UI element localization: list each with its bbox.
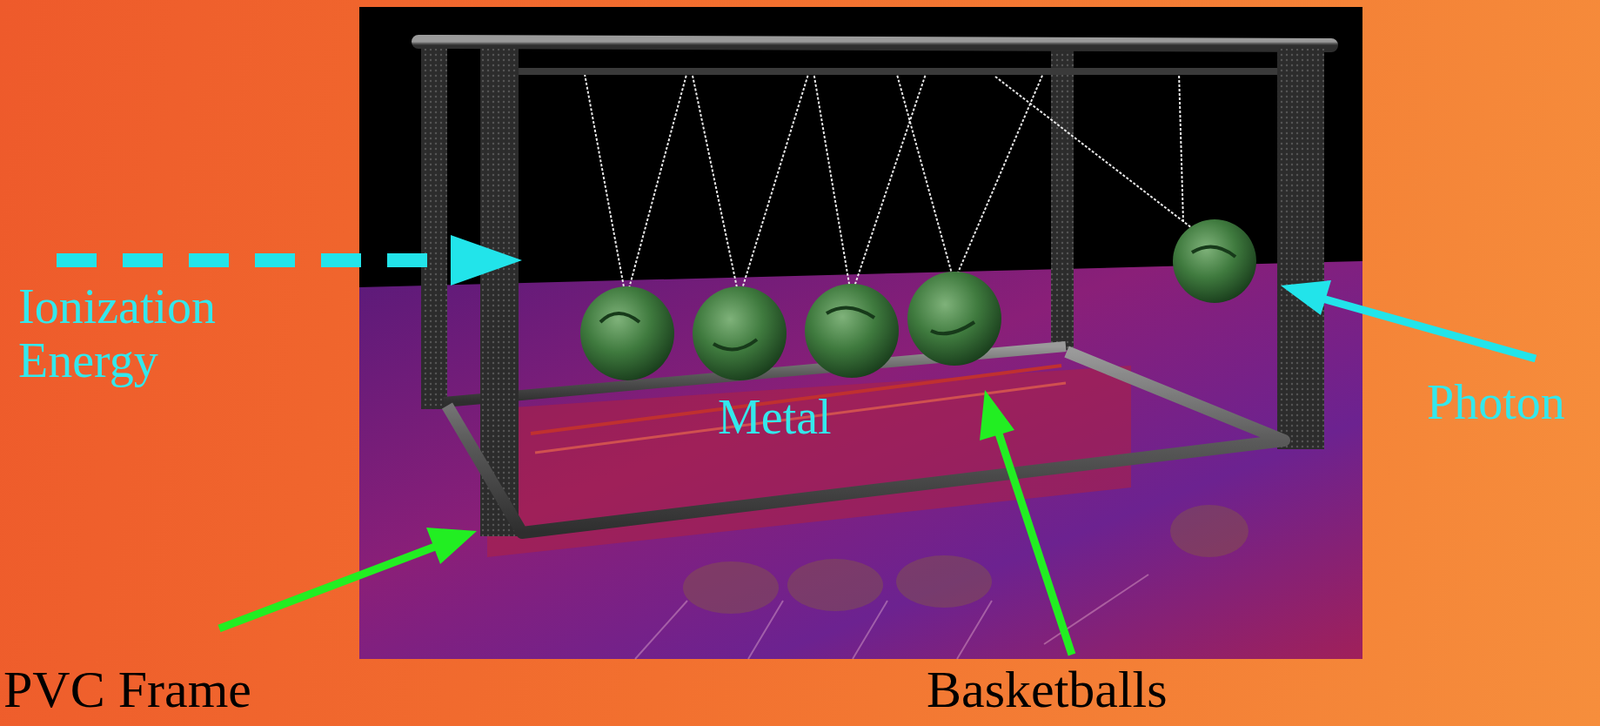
frame-top-bar — [418, 41, 1332, 46]
part-label: Photon — [1426, 376, 1597, 429]
leader-arrow — [979, 389, 1072, 655]
leader-arrow — [219, 527, 477, 629]
part-label: Metal — [717, 391, 927, 443]
frame-top-bar — [487, 67, 1288, 75]
frame-rail — [535, 382, 1066, 453]
picture-panel — [359, 6, 1363, 659]
reflection — [635, 504, 1249, 659]
leader-arrow — [56, 234, 523, 286]
part-label: Basketballs — [926, 662, 1240, 716]
string — [584, 71, 1192, 292]
frame-leg — [1277, 48, 1325, 449]
frame-rail — [447, 351, 1285, 533]
frame-leg — [421, 43, 448, 409]
part-label: Ionization Energy — [18, 280, 297, 388]
frame-leg — [1051, 45, 1074, 350]
ball — [580, 219, 1257, 381]
part-label: PVC Frame — [3, 662, 317, 716]
leader-arrow — [1280, 280, 1536, 359]
